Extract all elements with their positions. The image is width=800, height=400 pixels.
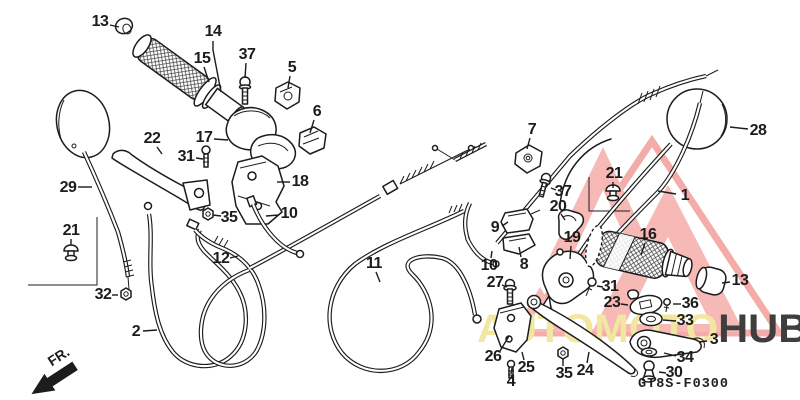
screw-36 [663, 298, 671, 313]
brake-lever-24 [526, 294, 639, 377]
cable-inner-highlight [496, 74, 707, 244]
bolt-27 [503, 278, 517, 305]
cable-inner-highlight [147, 213, 247, 368]
pin-21-right [605, 184, 621, 202]
throttle-grip-16 [585, 224, 693, 279]
cable-10-left [246, 195, 305, 259]
cable-inner-highlight [252, 203, 298, 255]
part-9 [500, 208, 541, 234]
cable-12 [186, 194, 382, 368]
grip-cap-13-right [695, 266, 727, 296]
cable-10-right [463, 202, 500, 268]
fr-arrow-icon [31, 361, 78, 395]
fr-direction-indicator: FR. [31, 343, 78, 395]
bolt-37-right [538, 172, 552, 198]
throttle-housing-17 [225, 106, 297, 170]
clamp-20 [557, 209, 585, 240]
left-mirror [55, 89, 135, 290]
bracket-26 [493, 302, 532, 353]
cup-washer-33 [639, 311, 663, 327]
cable-inner-highlight [466, 237, 494, 265]
screw-31-right [585, 277, 597, 297]
bolt-4 [506, 359, 516, 379]
bracket-18 [231, 155, 285, 225]
switch-6 [298, 126, 327, 155]
cable-2 [143, 201, 248, 369]
wire-guide [559, 138, 612, 205]
cable-11 [327, 203, 482, 373]
lever-perch-19 [539, 248, 595, 315]
nut-32 [120, 287, 132, 301]
washer-34 [640, 347, 658, 357]
ref-bracket-left [28, 217, 98, 286]
diagram-code: GT8S-F0300 [638, 377, 730, 392]
cable-1-tip [699, 90, 704, 104]
cable-inner-highlight [454, 143, 487, 161]
cable-inner-highlight [577, 143, 672, 257]
screw-31-left [201, 145, 211, 168]
switch-5 [274, 81, 301, 110]
brand-text-right: HUB [718, 307, 800, 351]
cable-run-upper-right [495, 69, 719, 245]
nut-35-right [557, 346, 569, 360]
cover-23 [627, 289, 663, 316]
brake-lever-22 [111, 149, 211, 211]
bolt-37-left [238, 76, 252, 105]
cable-inner-highlight [249, 195, 381, 269]
pin-21-left [63, 244, 79, 262]
ball-stud-30 [641, 360, 657, 383]
ref-bracket-right [588, 177, 630, 212]
cable-inner-highlight [194, 229, 266, 367]
switch-7 [514, 144, 543, 174]
part-8 [502, 233, 536, 255]
cable-end-fittings [382, 142, 488, 196]
cable-inner-highlight [328, 210, 477, 372]
left-grip-cap-13 [114, 17, 134, 35]
cable-inner-highlight [464, 202, 471, 241]
nut-35-left [202, 207, 214, 221]
